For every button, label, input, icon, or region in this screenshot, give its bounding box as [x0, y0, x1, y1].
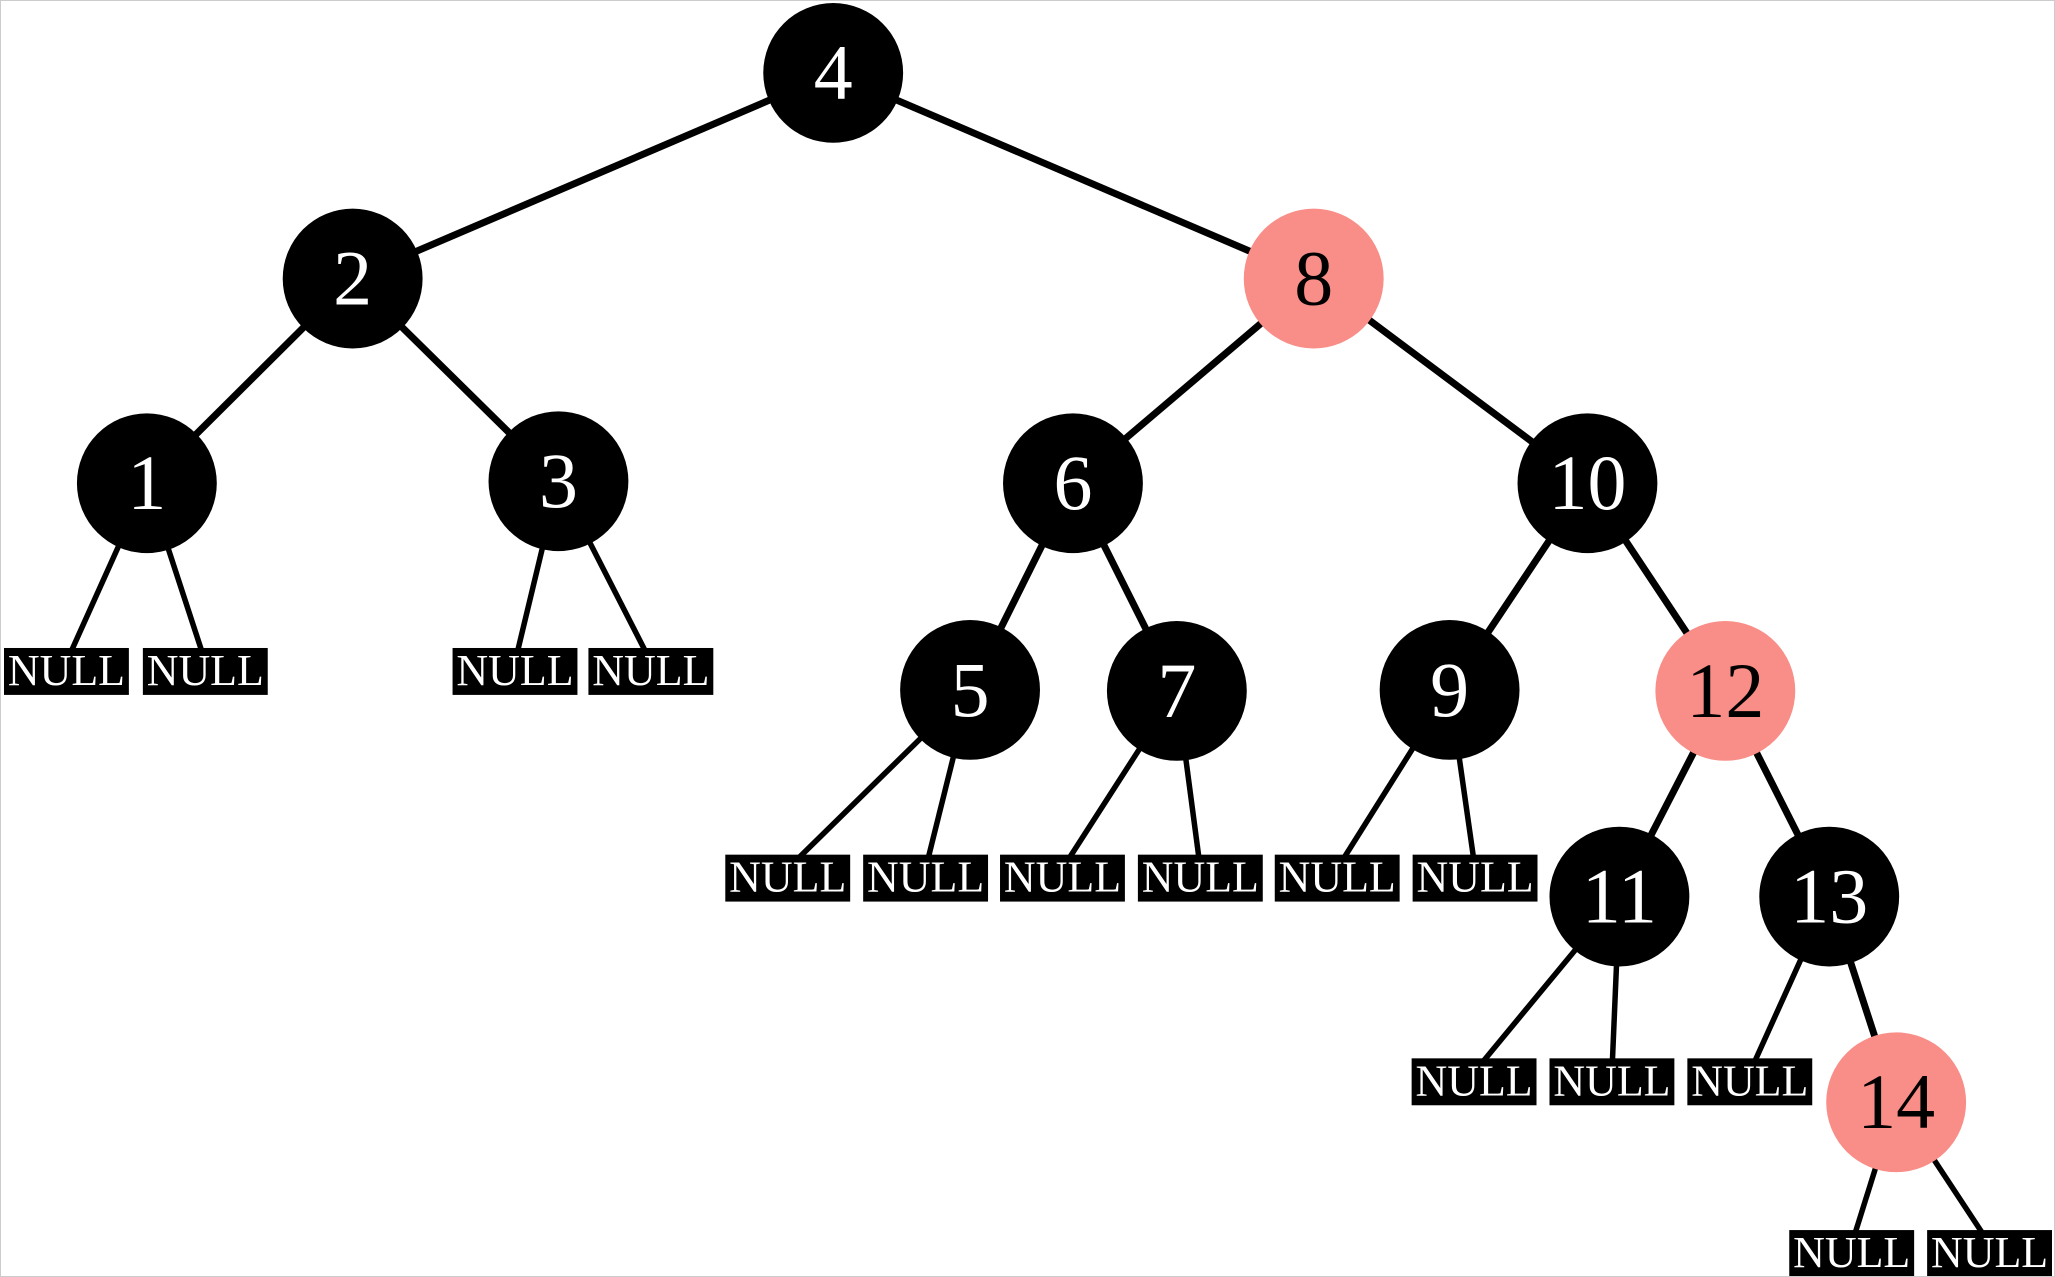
null-leaf-box	[1274, 854, 1400, 902]
null-leaf-label: NULL	[147, 646, 264, 695]
tree-node-13	[1759, 826, 1900, 967]
tree-node-12	[1655, 621, 1796, 761]
tree-node-label-11: 11	[1582, 854, 1657, 940]
tree-node-11	[1549, 826, 1690, 967]
null-leaf-label: NULL	[592, 646, 709, 695]
null-leaf-box	[1000, 854, 1125, 902]
tree-edge-4-2	[351, 69, 835, 282]
null-leaf-box	[142, 647, 268, 695]
null-leaf-label: NULL	[1004, 853, 1121, 902]
null-leaf-box	[1789, 1230, 1915, 1276]
null-leaf-label: NULL	[1415, 1056, 1532, 1105]
null-leaf-label: NULL	[867, 853, 984, 902]
null-leaf-label: NULL	[1279, 853, 1396, 902]
null-leaf-box	[1137, 854, 1263, 902]
tree-node-label-10: 10	[1548, 440, 1626, 526]
null-leaf-box	[725, 854, 851, 902]
null-leaf-label: NULL	[1142, 853, 1259, 902]
null-leaf-label: NULL	[1691, 1056, 1808, 1105]
null-leaf-box	[1927, 1230, 2053, 1276]
tree-node-8	[1243, 208, 1384, 349]
tree-node-6	[1003, 413, 1143, 554]
tree-node-label-12: 12	[1686, 648, 1764, 734]
null-leaf-label: NULL	[8, 646, 125, 695]
tree-node-label-13: 13	[1790, 854, 1868, 940]
null-leaf-box	[1411, 1058, 1537, 1106]
tree-node-7	[1106, 621, 1247, 761]
tree-node-label-14: 14	[1857, 1059, 1935, 1145]
null-leaf-box	[1687, 1058, 1813, 1106]
tree-node-9	[1379, 620, 1520, 760]
tree-node-label-9: 9	[1430, 647, 1469, 733]
tree-node-label-1: 1	[127, 440, 166, 526]
null-leaf-box	[452, 647, 578, 695]
tree-node-10	[1517, 413, 1658, 554]
null-leaf-label: NULL	[1416, 853, 1533, 902]
null-leaf-box	[1412, 854, 1538, 902]
null-leaf-box	[588, 647, 714, 695]
null-leaf-label: NULL	[1553, 1056, 1670, 1105]
null-leaf-box	[3, 647, 129, 695]
tree-node-1	[76, 413, 217, 554]
tree-node-label-6: 6	[1053, 440, 1092, 526]
tree-node-4	[763, 2, 904, 143]
tree-edge-4-8	[831, 69, 1316, 282]
tree-node-3	[488, 411, 629, 552]
tree-node-2	[282, 208, 423, 349]
null-leaf-box	[863, 854, 989, 902]
tree-node-label-7: 7	[1157, 648, 1196, 734]
tree-node-label-5: 5	[951, 647, 990, 733]
tree-node-label-8: 8	[1294, 236, 1333, 322]
null-leaf-label: NULL	[456, 646, 573, 695]
null-leaf-box	[1549, 1058, 1675, 1106]
null-leaf-label: NULL	[1931, 1228, 2048, 1276]
tree-node-5	[900, 620, 1040, 760]
tree-node-14	[1826, 1032, 1967, 1173]
null-leaf-label: NULL	[1793, 1228, 1910, 1276]
tree-node-label-3: 3	[539, 438, 578, 524]
tree-node-label-2: 2	[333, 236, 372, 322]
null-leaf-label: NULL	[729, 853, 846, 902]
tree-node-label-4: 4	[814, 30, 853, 116]
